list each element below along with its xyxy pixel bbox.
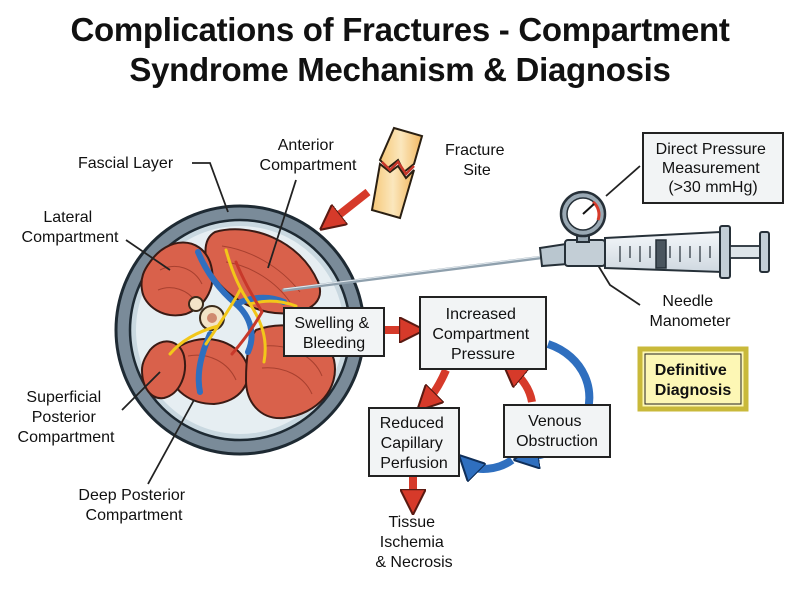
direct-pressure-box <box>642 132 784 204</box>
fracture-line <box>381 160 415 176</box>
fracture-site-label: Fracture Site <box>445 142 509 179</box>
t-connector <box>564 239 606 267</box>
needle-manometer <box>282 190 770 292</box>
bone-fragment-lower <box>370 162 415 220</box>
needle-shaft-highlight <box>283 255 546 290</box>
lateral-compartment-label: Lateral Compartment <box>22 209 119 246</box>
gauge-needle <box>582 203 595 215</box>
muscle-fibers <box>157 245 323 395</box>
deep-posterior-leader <box>147 399 195 485</box>
deep-posterior-compartment-label: Deep Posterior Compartment <box>78 487 189 524</box>
venous-obstruction-text: Venous Obstruction <box>516 413 598 450</box>
definitive-diagnosis-box <box>637 346 749 412</box>
increased-pressure-box <box>419 296 547 370</box>
title-line-2: Syndrome Mechanism & Diagnosis <box>129 51 671 88</box>
anterior-compartment-label: Anterior Compartment <box>260 137 357 174</box>
swelling-box <box>283 307 385 357</box>
venous-obstruction-box <box>503 404 611 458</box>
swelling-text: Swelling & Bleeding <box>294 315 373 352</box>
arrow-venous-to-pressure <box>512 370 536 403</box>
fracture-arrow <box>330 188 371 222</box>
leg-cross-section <box>114 204 366 456</box>
syringe-plunger-stopper <box>655 239 667 269</box>
needle-hub <box>538 242 570 268</box>
anterior-compartment-leader <box>267 179 297 269</box>
fascial-layer-leader <box>192 162 229 213</box>
reduced-perfusion-box <box>368 407 460 477</box>
needle-manometer-label: Needle Manometer <box>650 293 732 330</box>
title-line-1: Complications of Fractures - Compartment <box>70 11 730 48</box>
lateral-compartment-leader <box>125 239 171 271</box>
gauge-red-zone <box>591 200 601 221</box>
increased-pressure-text: Increased Compartment Pressure <box>432 306 533 363</box>
artery-vessels <box>230 260 264 356</box>
fibula-bone <box>188 296 204 312</box>
page-title: Complications of Fractures - Compartment… <box>0 10 800 90</box>
syringe-flange <box>719 225 731 279</box>
direct-pressure-text: Direct Pressure Measurement (>30 mmHg) <box>656 141 771 196</box>
arrow-pressure-to-perfusion <box>426 368 450 402</box>
arrow-venous-to-perfusion <box>468 460 515 469</box>
tissue-ischemia-text: Tissue Ischemia & Necrosis <box>375 514 452 571</box>
superficial-posterior-compartment-label: Superficial Posterior Compartment <box>18 389 115 446</box>
reduced-perfusion-text: Reduced Capillary Perfusion <box>380 415 449 472</box>
needle-manometer-leader <box>595 261 641 306</box>
fascial-layer-label: Fascial Layer <box>78 155 174 172</box>
fracture-bone <box>330 126 424 222</box>
definitive-diagnosis-inner <box>644 353 742 405</box>
leader-lines <box>121 162 641 485</box>
marrow-dots <box>207 313 217 323</box>
nerve-fibers <box>168 248 298 364</box>
definitive-diagnosis-text: Definitive Diagnosis <box>655 362 732 399</box>
superficial-posterior-leader <box>121 371 161 411</box>
needle-shaft <box>282 255 547 292</box>
direct-pressure-leader <box>605 165 641 197</box>
syringe-plunger-cap <box>759 231 770 273</box>
syringe-plunger-rod <box>729 245 763 259</box>
